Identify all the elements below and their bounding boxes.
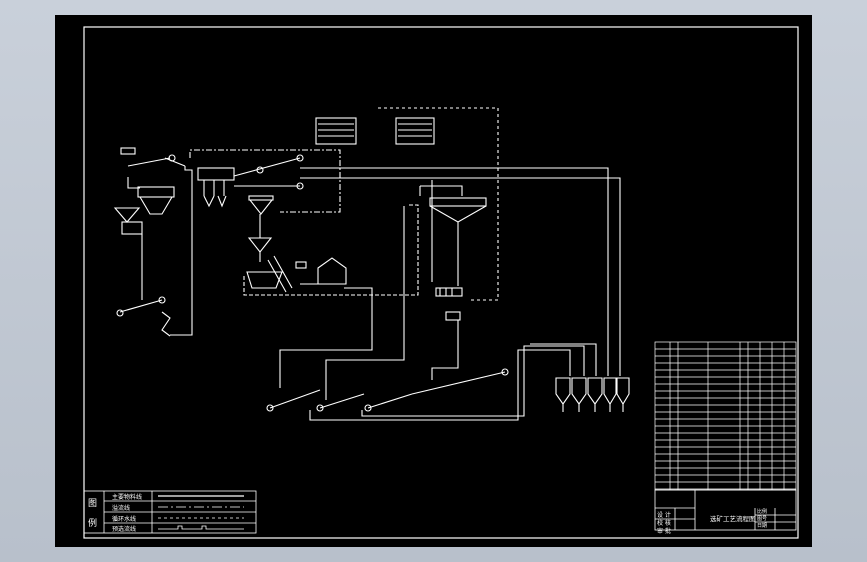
product-conveyor — [411, 371, 506, 395]
inner-frame — [83, 26, 799, 539]
return-line-3 — [530, 343, 597, 376]
thickener-feed-well — [419, 185, 463, 196]
filter-unit — [435, 287, 463, 297]
belt-link — [127, 177, 140, 189]
silo-1 — [555, 377, 571, 405]
tailing-line-1 — [279, 287, 373, 388]
water-recycle-2 — [470, 108, 499, 301]
classifier-belt — [233, 157, 301, 177]
classifier-pulley — [256, 166, 264, 174]
fine-crusher — [161, 311, 171, 337]
drawing-sheet — [55, 15, 812, 547]
silo-outlets — [562, 404, 624, 412]
pulley-d — [501, 368, 509, 376]
equipment-table-grid — [655, 342, 796, 490]
classifier-head — [296, 154, 304, 162]
overflow-line — [243, 204, 419, 296]
belt-pulley-1 — [116, 309, 124, 317]
legend-row-water: 循环水线 — [112, 515, 136, 523]
title-block-grid — [655, 490, 796, 530]
return-line-1 — [309, 349, 571, 421]
tb-label-check: 校 核 — [657, 519, 671, 527]
pulley-b — [316, 404, 324, 412]
chute-pair — [267, 255, 293, 293]
filter-plates — [439, 288, 453, 296]
tank-1-levels — [318, 123, 354, 137]
tb-label-approve: 审 批 — [657, 527, 671, 535]
filter-press — [317, 257, 347, 285]
large-thickener-top — [429, 197, 487, 207]
concentrate-line-1 — [300, 167, 609, 376]
feed-bin-tag — [120, 147, 136, 155]
silo-4 — [603, 377, 617, 406]
return-line-2 — [361, 345, 585, 417]
stockpile-conveyor-3 — [367, 393, 413, 409]
stockpile-conveyor-2 — [319, 393, 365, 409]
legend-row-overflow: 溢流线 — [112, 504, 130, 512]
legend-row-main: 主要物料线 — [112, 493, 142, 501]
water-recycle-1 — [189, 149, 341, 213]
vibrating-screen — [137, 186, 175, 198]
crusher-base — [121, 221, 143, 235]
drawing-title: 选矿工艺流程图 — [710, 514, 756, 523]
tb-label-design: 设 计 — [657, 511, 671, 519]
stockpile-conveyor-1 — [269, 389, 321, 409]
tailing-line-3 — [431, 320, 459, 380]
mill-legs — [203, 180, 225, 196]
tb-label-number: 图号 — [757, 516, 767, 522]
legend-row-preselect: 预选流线 — [112, 525, 136, 533]
legend-grid — [103, 491, 256, 533]
thickener-small — [246, 271, 283, 289]
reagent-tank-2 — [395, 117, 435, 145]
belt-to-mill — [119, 234, 163, 313]
feed-chute — [164, 157, 186, 167]
screen-hopper — [139, 196, 173, 215]
jaw-crusher — [113, 207, 141, 223]
legend-line-preselect — [158, 525, 244, 530]
feed-conveyor — [127, 157, 171, 167]
pulley-c — [364, 404, 372, 412]
title-block-frame — [654, 489, 797, 531]
cyclones — [203, 195, 227, 208]
pump-tag — [295, 261, 307, 269]
circuit-return — [170, 166, 193, 336]
cake-bin — [445, 311, 461, 321]
belt-pulley-2 — [158, 296, 166, 304]
legend-title-2: 例 — [88, 517, 97, 529]
tb-label-scale: 比例 — [757, 508, 767, 515]
legend-box — [83, 490, 257, 534]
tailing-line-2 — [325, 206, 405, 400]
title-block — [654, 489, 797, 531]
reagent-tank-1 — [315, 117, 357, 145]
tb-label-date: 日期 — [757, 523, 767, 529]
pump-node — [296, 182, 304, 190]
cell-1-rim — [248, 195, 274, 201]
silo-5 — [616, 377, 630, 406]
silo-2 — [571, 377, 587, 405]
legend-title-1: 图 — [88, 498, 97, 509]
ball-mill — [197, 167, 235, 181]
pulley-a — [266, 404, 274, 412]
tank-2-levels — [398, 123, 432, 137]
process-flowsheet — [113, 107, 630, 421]
silo-3 — [587, 377, 603, 405]
concentrate-line-2 — [300, 177, 621, 376]
